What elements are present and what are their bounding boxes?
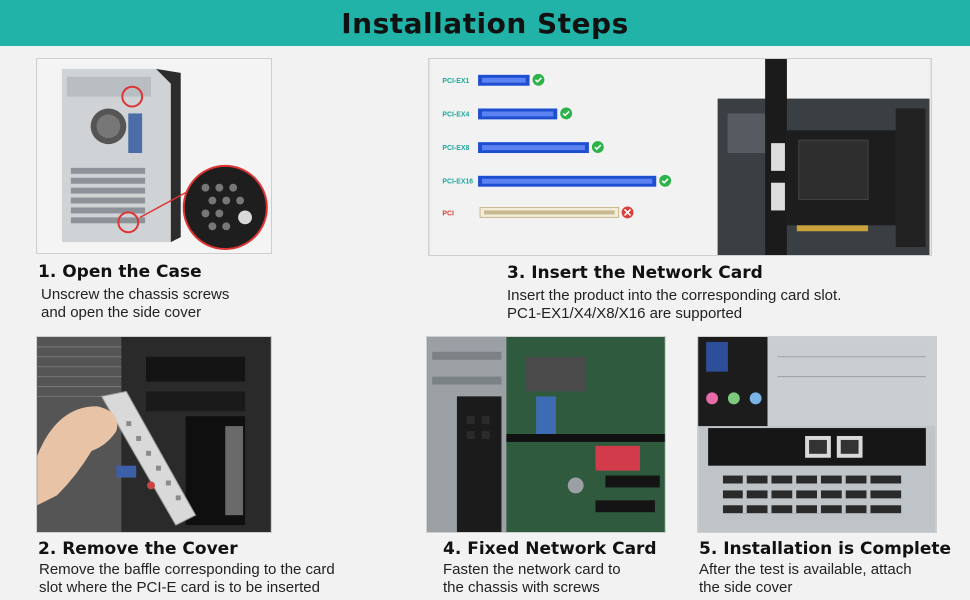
step3-line2: PC1-EX1/X4/X8/X16 are supported bbox=[507, 305, 743, 322]
step4-line2: the chassis with screws bbox=[443, 579, 600, 596]
check-icon bbox=[659, 174, 672, 187]
slot-label-pciex1: PCI-EX1 bbox=[442, 78, 469, 85]
page-title: Installation Steps bbox=[341, 6, 629, 40]
cross-icon bbox=[621, 206, 634, 219]
step3-title: 3. Insert the Network Card bbox=[507, 263, 763, 283]
step4-title: 4. Fixed Network Card bbox=[443, 539, 657, 559]
step1-line1: Unscrew the chassis screws bbox=[41, 286, 230, 303]
step5-line1: After the test is available, attach bbox=[699, 561, 912, 578]
step4-line1: Fasten the network card to bbox=[443, 561, 621, 578]
step2-title: 2. Remove the Cover bbox=[38, 539, 238, 559]
step3-description: Insert the product into the correspondin… bbox=[507, 287, 841, 323]
step2-line1: Remove the baffle corresponding to the c… bbox=[39, 561, 335, 578]
step1-title: 1. Open the Case bbox=[38, 262, 202, 282]
step5-title: 5. Installation is Complete bbox=[699, 539, 952, 559]
step4-photo bbox=[426, 336, 666, 533]
step4-description: Fasten the network card to the chassis w… bbox=[443, 561, 621, 597]
slot-label-pciex4: PCI-EX4 bbox=[442, 111, 469, 118]
check-icon bbox=[560, 107, 573, 120]
step5-description: After the test is available, attach the … bbox=[699, 561, 912, 597]
slot-label-pciex8: PCI-EX8 bbox=[442, 145, 469, 152]
step2-line2: slot where the PCI-E card is to be inser… bbox=[39, 579, 320, 596]
slot-labels: PCI-EX1 PCI-EX4 PCI-EX8 PCI-EX16 PCI bbox=[442, 78, 473, 218]
check-icon bbox=[591, 141, 604, 154]
step3-line1: Insert the product into the correspondin… bbox=[507, 287, 842, 304]
step2-description: Remove the baffle corresponding to the c… bbox=[39, 561, 335, 597]
step2-photo bbox=[36, 336, 272, 533]
header-banner: Installation Steps bbox=[0, 0, 970, 46]
step1-photo bbox=[36, 58, 272, 254]
step3-photo: PCI-EX1 PCI-EX4 PCI-EX8 PCI-EX16 PCI bbox=[428, 58, 932, 256]
step1-description: Unscrew the chassis screws and open the … bbox=[41, 286, 229, 322]
step5-photo bbox=[697, 336, 937, 533]
slot-label-pci: PCI bbox=[442, 210, 454, 217]
slot-label-pciex16: PCI-EX16 bbox=[442, 179, 473, 186]
step1-line2: and open the side cover bbox=[41, 304, 202, 321]
check-icon bbox=[532, 73, 545, 86]
step5-line2: the side cover bbox=[699, 579, 793, 596]
